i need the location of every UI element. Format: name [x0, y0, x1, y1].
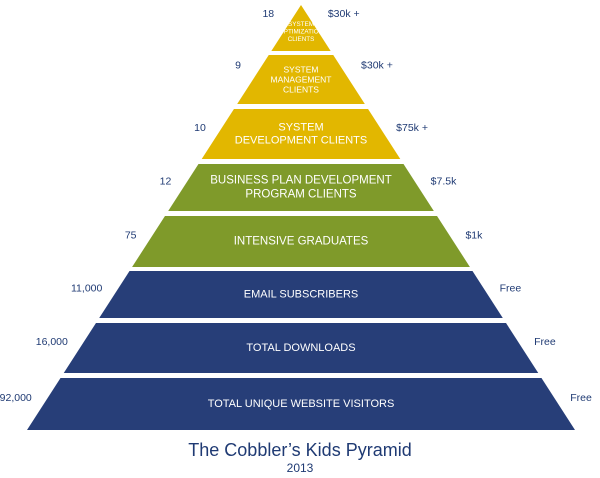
tier-label-line: CLIENTS	[288, 36, 315, 43]
tier-label-line: MANAGEMENT	[271, 75, 332, 85]
tier-count: 12	[160, 176, 172, 188]
tier-count: 11,000	[71, 283, 102, 295]
pyramid-tier	[201, 109, 401, 159]
tier-label-line: BUSINESS PLAN DEVELOPMENT	[210, 175, 392, 187]
tier-label-line: EMAIL SUBSCRIBERS	[244, 289, 359, 301]
pyramid-tier	[237, 55, 365, 104]
tier-price: $1k	[465, 230, 483, 242]
tier-label-line: DEVELOPMENT CLIENTS	[235, 135, 367, 147]
figure-title: The Cobbler’s Kids Pyramid	[188, 440, 412, 460]
tier-price: Free	[534, 336, 556, 348]
pyramid-tier	[168, 164, 434, 211]
tier-price: $75k +	[396, 122, 428, 134]
tier-label-line: CLIENTS	[283, 85, 319, 95]
tier-label-line: TOTAL DOWNLOADS	[246, 342, 355, 354]
tier-count: 10	[194, 122, 206, 134]
pyramid-tier	[27, 378, 575, 430]
tier-price: Free	[500, 283, 522, 295]
tier-count: 18	[262, 8, 274, 20]
figure-year: 2013	[286, 461, 314, 475]
pyramid-tier	[132, 216, 470, 267]
tier-count: 75	[125, 230, 137, 242]
tier-price: $7.5k	[431, 176, 457, 188]
tier-price: $30k +	[361, 60, 393, 72]
tier-count: 9	[235, 60, 241, 72]
tier-label-line: SYSTEM	[288, 21, 314, 28]
pyramid-tier	[271, 5, 331, 51]
tier-label-line: SYSTEM	[278, 121, 323, 133]
tier-price: $30k +	[328, 8, 360, 20]
tier-price: Free	[570, 392, 592, 404]
pyramid-tier	[99, 271, 503, 318]
tier-count: 292,000	[0, 392, 32, 404]
tier-label-line: SYSTEM	[284, 64, 319, 74]
tier-label-line: OPTIMIZATION	[279, 29, 324, 36]
pyramid-tier	[63, 323, 539, 373]
tier-label-line: INTENSIVE GRADUATES	[234, 236, 369, 248]
tier-label-line: PROGRAM CLIENTS	[245, 188, 357, 200]
tier-count: 16,000	[36, 336, 68, 348]
tier-label-line: TOTAL UNIQUE WEBSITE VISITORS	[208, 398, 395, 410]
